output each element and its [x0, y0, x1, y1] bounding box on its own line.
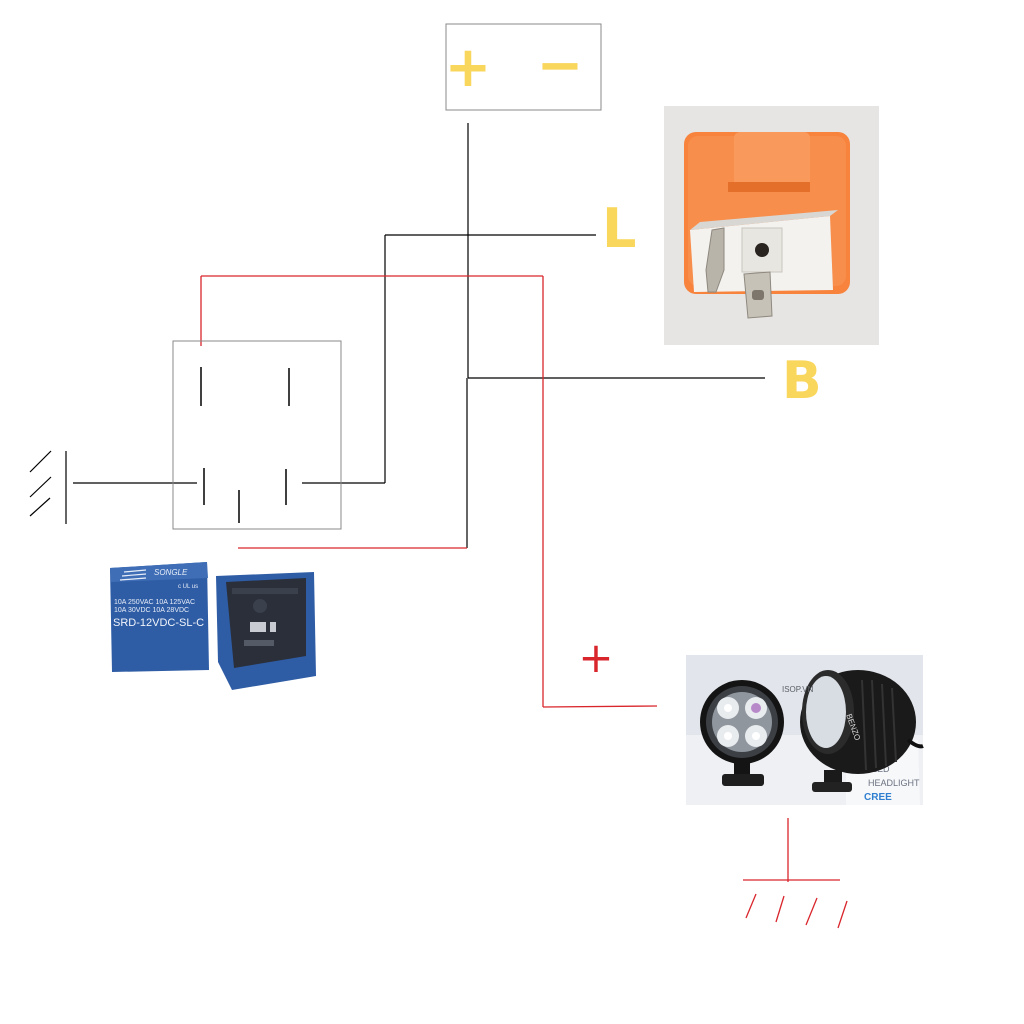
- red-wires: [200, 275, 848, 929]
- terminal-b-label: B: [782, 351, 822, 411]
- led-spotlight-icon: LED HEADLIGHT CREE BENZO ISOP.VN: [686, 655, 924, 805]
- relay-ratings-line2: 10A 30VDC 10A 28VDC: [114, 607, 189, 614]
- relay-cert-label: c UL us: [178, 584, 198, 590]
- battery-minus-label: −: [537, 33, 584, 98]
- lamp-plus-label: +: [578, 633, 613, 682]
- ground-symbol-icon: [29, 450, 67, 524]
- lamp-box-line3: CREE: [864, 792, 892, 803]
- relay-model-label: SRD-12VDC-SL-C: [113, 617, 204, 629]
- relay-module-icon: SONGLE c UL us 10A 250VAC 10A 125VAC 10A…: [110, 562, 316, 690]
- relay-schematic: [172, 340, 342, 530]
- battery-box: + −: [445, 23, 602, 111]
- terminal-l-label: L: [602, 197, 636, 260]
- battery-plus-label: +: [445, 35, 492, 100]
- flasher-relay-icon: [664, 106, 879, 345]
- relay-ratings-line1: 10A 250VAC 10A 125VAC: [114, 599, 195, 606]
- lamp-watermark-label: ISOP.VN: [782, 685, 814, 694]
- black-wires: [73, 123, 765, 548]
- lamp-box-line2: HEADLIGHT: [868, 778, 920, 788]
- relay-brand-label: SONGLE: [154, 568, 188, 577]
